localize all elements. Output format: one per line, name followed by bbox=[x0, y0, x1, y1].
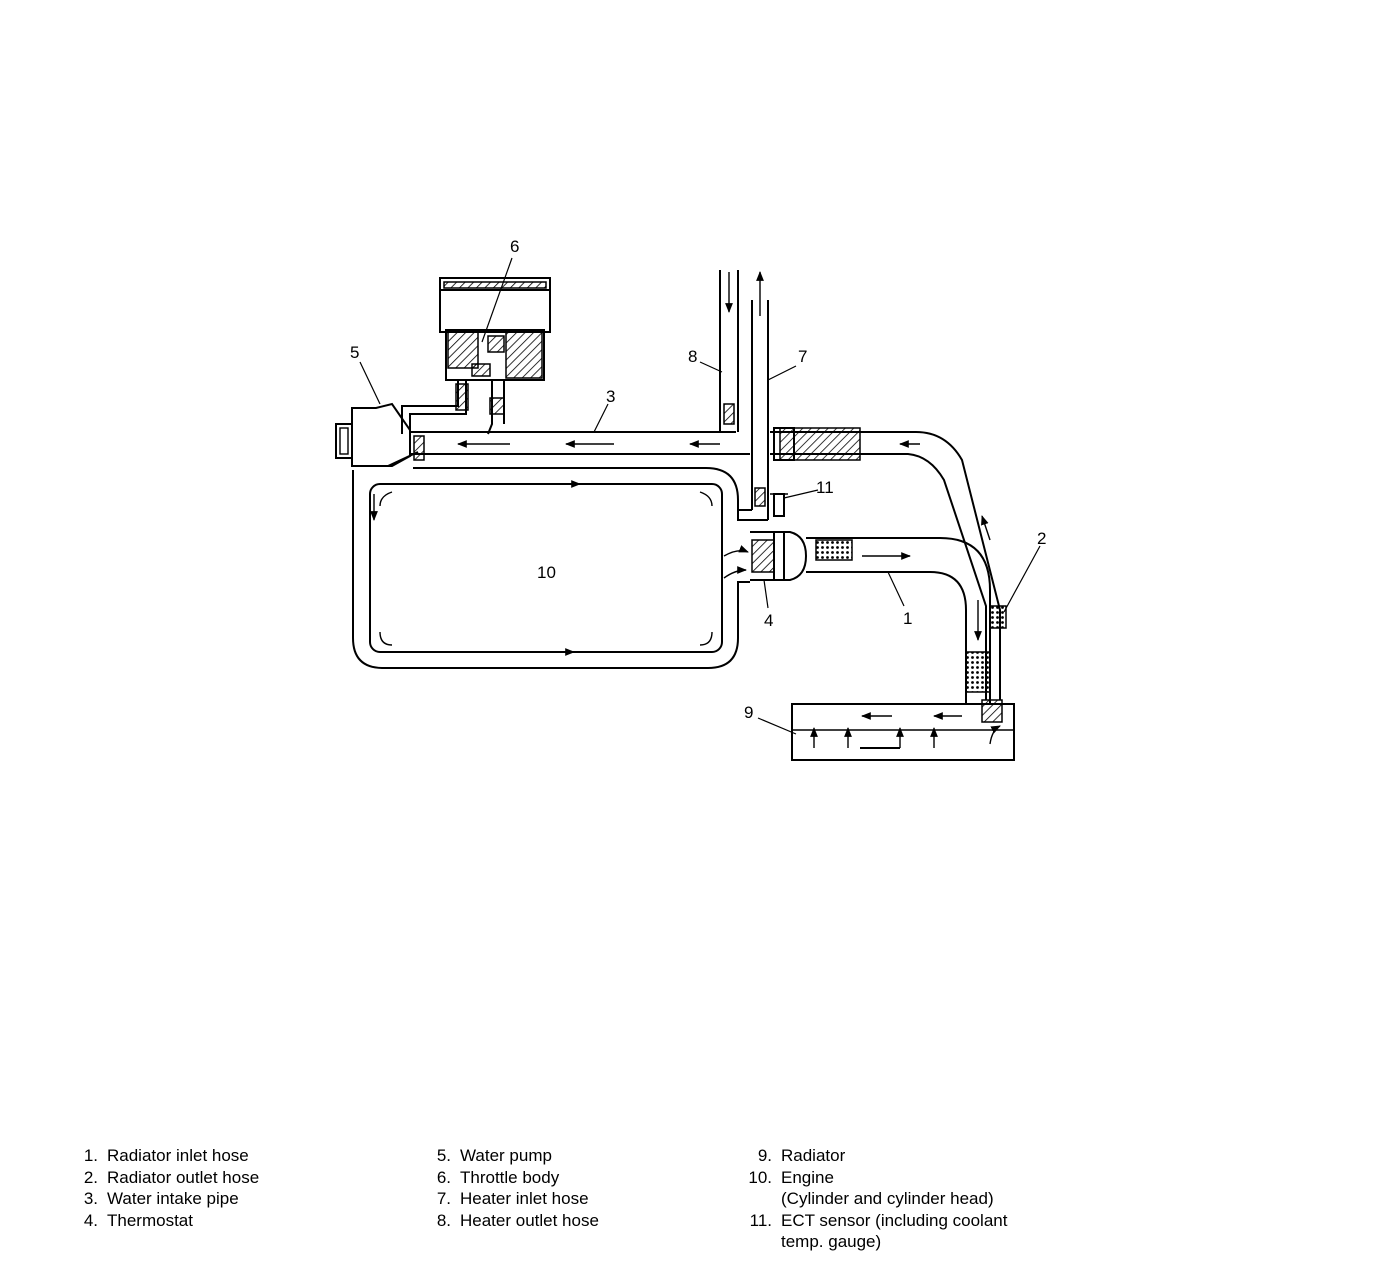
engine-block bbox=[352, 467, 750, 669]
callout-6: 6 bbox=[510, 237, 519, 256]
radiator-outlet-hose bbox=[770, 427, 1007, 700]
callout-11: 11 bbox=[816, 478, 834, 497]
legend-item: 4.Thermostat bbox=[83, 1210, 193, 1230]
legend-item: 11.ECT sensor (including coolant bbox=[749, 1210, 1008, 1230]
legend-item: 5.Water pump bbox=[436, 1146, 552, 1165]
radiator-inlet-hose bbox=[806, 537, 991, 704]
legend-item: 7.Heater inlet hose bbox=[436, 1189, 589, 1208]
callout-10: 10 bbox=[537, 563, 556, 582]
leader-lines bbox=[359, 257, 1041, 735]
thermostat bbox=[750, 531, 853, 581]
legend-item: 3.Water intake pipe bbox=[83, 1189, 239, 1208]
legend-item: 8.Heater outlet hose bbox=[436, 1210, 599, 1230]
callout-1: 1 bbox=[903, 609, 912, 628]
legend-column-2: 5.Water pump 6.Throttle body 7.Heater in… bbox=[423, 1145, 599, 1231]
legend-item: 2.Radiator outlet hose bbox=[83, 1167, 260, 1187]
callout-labels: 1 2 3 4 5 6 7 8 9 10 11 bbox=[350, 237, 1046, 722]
water-pump bbox=[335, 402, 425, 467]
legend-item: temp. gauge) bbox=[781, 1232, 882, 1251]
legend-item: (Cylinder and cylinder head) bbox=[781, 1189, 994, 1208]
callout-9: 9 bbox=[744, 703, 753, 722]
throttle-body bbox=[401, 277, 551, 435]
radiator bbox=[791, 699, 1015, 761]
legend-column-1: 1.Radiator inlet hose 2.Radiator outlet … bbox=[70, 1145, 259, 1231]
callout-4: 4 bbox=[764, 611, 773, 630]
callout-7: 7 bbox=[798, 347, 807, 366]
callout-2: 2 bbox=[1037, 529, 1046, 548]
callout-8: 8 bbox=[688, 347, 697, 366]
legend-item: 1.Radiator inlet hose bbox=[83, 1146, 249, 1165]
legend-item: 10.Engine bbox=[748, 1167, 834, 1187]
callout-3: 3 bbox=[606, 387, 615, 406]
callout-5: 5 bbox=[350, 343, 359, 362]
heater-hoses bbox=[719, 270, 769, 521]
legend-item: 6.Throttle body bbox=[436, 1167, 560, 1187]
water-intake-pipe bbox=[410, 431, 750, 455]
legend-item: 9.Radiator bbox=[757, 1146, 846, 1165]
legend-column-3: 9.Radiator 10.Engine (Cylinder and cylin… bbox=[744, 1145, 1007, 1253]
ect-sensor bbox=[770, 493, 788, 517]
